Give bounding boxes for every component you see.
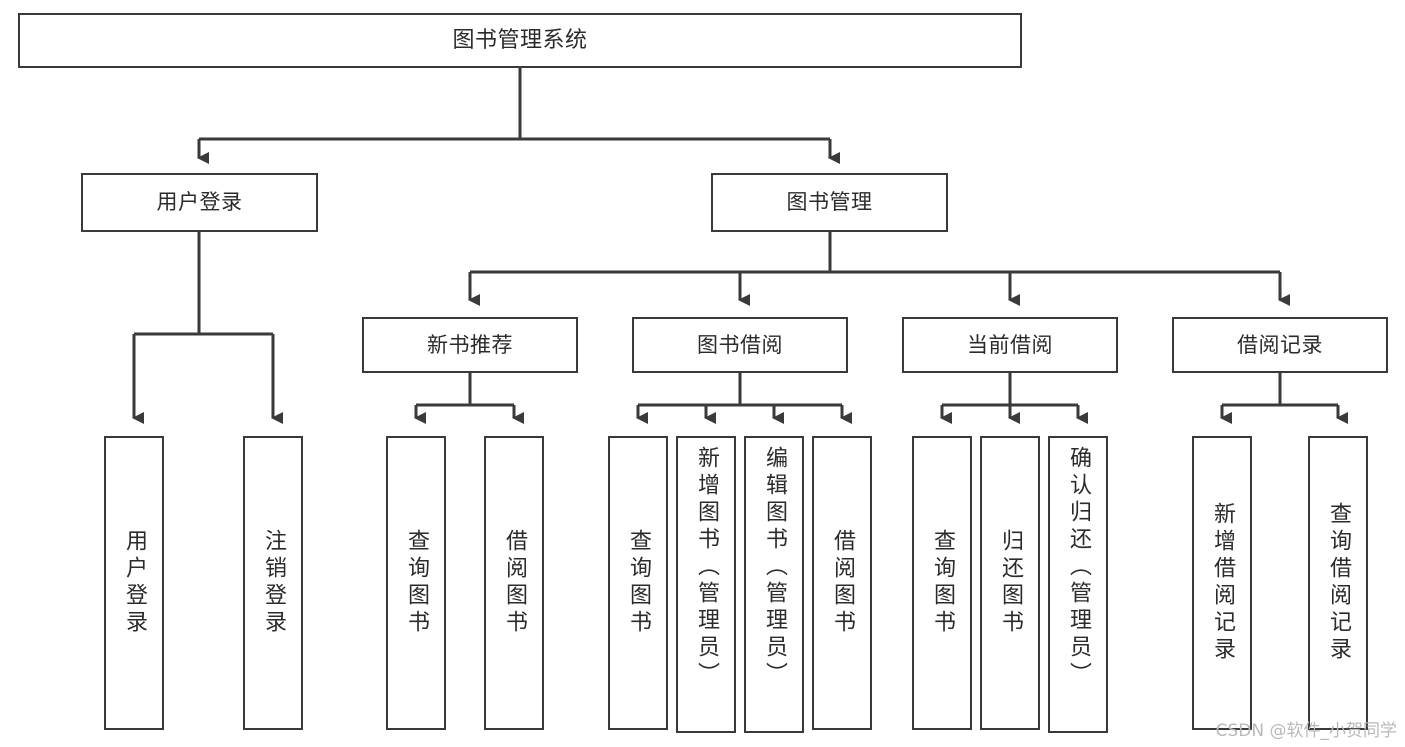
node-root-label: 图书管理系统 bbox=[452, 27, 588, 53]
node-leaf-add-book-label: 新增图书（管理员） bbox=[694, 446, 719, 689]
node-leaf-query-book-1-label: 查询图书 bbox=[404, 529, 429, 637]
node-new-book-recommend-label: 新书推荐 bbox=[427, 332, 513, 357]
node-user-login[interactable]: 用户登录 bbox=[81, 173, 318, 232]
node-leaf-add-record[interactable]: 新增借阅记录 bbox=[1192, 436, 1252, 730]
node-leaf-query-book-3-label: 查询图书 bbox=[930, 529, 955, 637]
node-leaf-confirm-return[interactable]: 确认归还（管理员） bbox=[1048, 436, 1108, 733]
node-leaf-query-book-1[interactable]: 查询图书 bbox=[386, 436, 446, 730]
node-current-borrow[interactable]: 当前借阅 bbox=[902, 317, 1118, 373]
node-book-management[interactable]: 图书管理 bbox=[711, 173, 948, 232]
node-leaf-user-login[interactable]: 用户登录 bbox=[104, 436, 164, 730]
node-leaf-return-book[interactable]: 归还图书 bbox=[980, 436, 1040, 730]
node-leaf-query-book-3[interactable]: 查询图书 bbox=[912, 436, 972, 730]
node-current-borrow-label: 当前借阅 bbox=[967, 332, 1053, 357]
node-user-login-label: 用户登录 bbox=[156, 190, 243, 215]
node-leaf-add-record-label: 新增借阅记录 bbox=[1210, 502, 1235, 664]
node-leaf-borrow-book-2[interactable]: 借阅图书 bbox=[812, 436, 872, 730]
node-leaf-borrow-book-1-label: 借阅图书 bbox=[502, 529, 527, 637]
node-leaf-query-record-label: 查询借阅记录 bbox=[1326, 502, 1351, 664]
node-leaf-borrow-book-1[interactable]: 借阅图书 bbox=[484, 436, 544, 730]
node-book-borrow[interactable]: 图书借阅 bbox=[632, 317, 848, 373]
node-root[interactable]: 图书管理系统 bbox=[18, 13, 1022, 68]
node-book-management-label: 图书管理 bbox=[786, 190, 873, 215]
node-leaf-user-logout-label: 注销登录 bbox=[261, 529, 286, 637]
node-leaf-borrow-book-2-label: 借阅图书 bbox=[830, 529, 855, 637]
node-leaf-edit-book[interactable]: 编辑图书（管理员） bbox=[744, 436, 804, 733]
node-leaf-query-book-2-label: 查询图书 bbox=[626, 529, 651, 637]
node-leaf-confirm-return-label: 确认归还（管理员） bbox=[1066, 446, 1091, 689]
node-leaf-query-book-2[interactable]: 查询图书 bbox=[608, 436, 668, 730]
node-borrow-record[interactable]: 借阅记录 bbox=[1172, 317, 1388, 373]
node-leaf-query-record[interactable]: 查询借阅记录 bbox=[1308, 436, 1368, 730]
node-leaf-user-logout[interactable]: 注销登录 bbox=[243, 436, 303, 730]
node-leaf-add-book[interactable]: 新增图书（管理员） bbox=[676, 436, 736, 733]
node-leaf-user-login-label: 用户登录 bbox=[122, 529, 147, 637]
node-leaf-edit-book-label: 编辑图书（管理员） bbox=[762, 446, 787, 689]
node-borrow-record-label: 借阅记录 bbox=[1237, 332, 1323, 357]
node-leaf-return-book-label: 归还图书 bbox=[998, 529, 1023, 637]
node-book-borrow-label: 图书借阅 bbox=[697, 332, 783, 357]
csdn-watermark: CSDN @软件_小贺同学 bbox=[1215, 721, 1397, 741]
node-new-book-recommend[interactable]: 新书推荐 bbox=[362, 317, 578, 373]
